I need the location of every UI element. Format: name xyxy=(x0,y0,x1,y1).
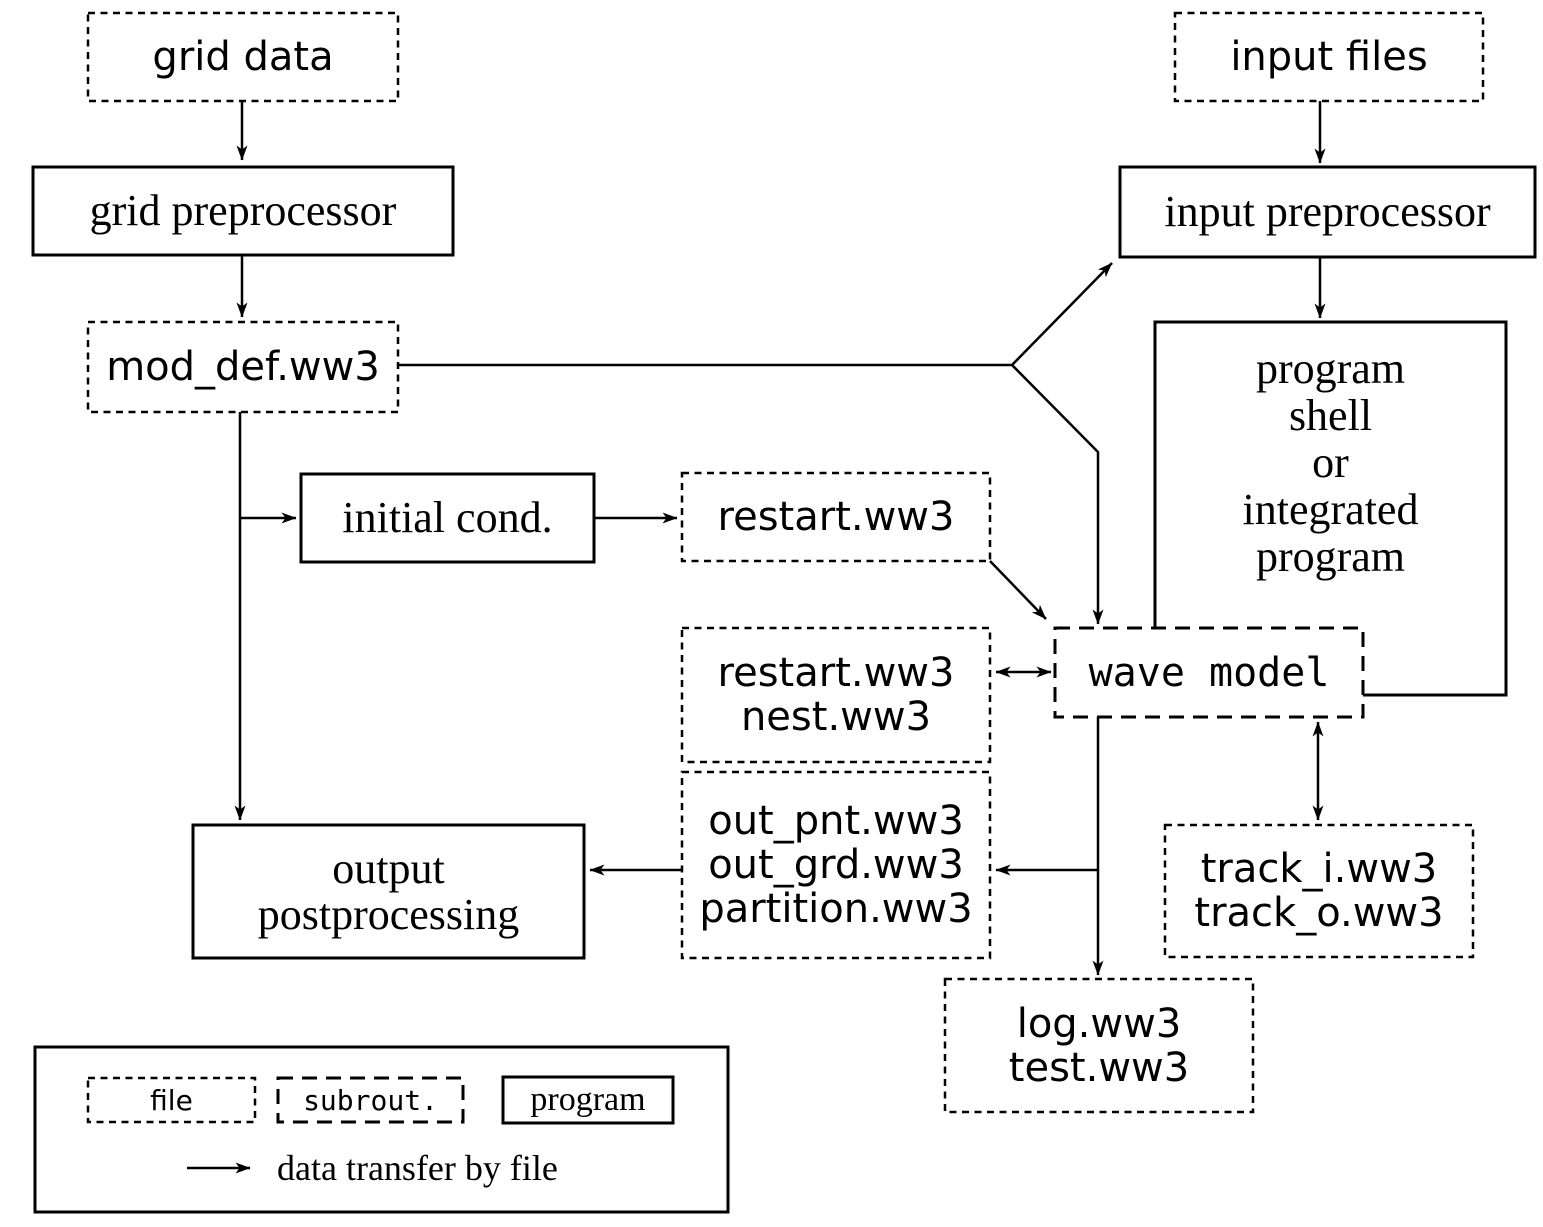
program-shell-line: or xyxy=(1312,438,1349,487)
legend-subroutine-box xyxy=(276,1076,465,1124)
restart-nest-line: nest.ww3 xyxy=(740,694,932,740)
wave-model-label: wave model xyxy=(1088,649,1330,696)
track-files-box xyxy=(1163,823,1475,959)
output-postprocessing-line: postprocessing xyxy=(257,889,520,939)
legend-file-label: file xyxy=(150,1083,193,1117)
program-shell-line: program xyxy=(1255,532,1406,581)
arrow-mod-def-to-input-preprocessor xyxy=(1011,262,1113,366)
track-files-label: track_i.ww3 track_o.ww3 xyxy=(1165,825,1473,957)
legend-box xyxy=(33,1045,730,1214)
grid-data-box xyxy=(86,11,400,103)
out-files-label: out_pnt.ww3 out_grd.ww3 partition.ww3 xyxy=(682,772,990,958)
grid-data-label: grid data xyxy=(152,34,334,80)
input-preprocessor-box xyxy=(1118,165,1537,259)
log-test-label: log.ww3 test.ww3 xyxy=(945,979,1253,1112)
output-postprocessing-line: output xyxy=(332,843,445,893)
restart-nest-box xyxy=(680,626,992,764)
arrow-mod-def-to-wave-model xyxy=(1011,364,1104,625)
input-preprocessor-label: input preprocessor xyxy=(1164,187,1491,236)
legend-arrow-label: data transfer by file xyxy=(277,1148,558,1188)
input-files-label: input files xyxy=(1230,34,1428,80)
track-files-line: track_o.ww3 xyxy=(1194,890,1444,936)
program-shell-label: program shell or integrated program xyxy=(1155,335,1506,590)
mod-def-label: mod_def.ww3 xyxy=(106,344,380,390)
input-files-box xyxy=(1173,11,1485,103)
log-test-box xyxy=(943,977,1255,1114)
arrow-restart-to-wave-model xyxy=(989,560,1047,620)
restart-box xyxy=(680,471,992,563)
program-shell-line: program xyxy=(1255,344,1406,393)
restart-nest-label: restart.ww3 nest.ww3 xyxy=(682,628,990,762)
out-files-line: out_pnt.ww3 xyxy=(708,798,964,844)
legend-subroutine-label: subrout. xyxy=(303,1083,438,1117)
grid-preprocessor-label: grid preprocessor xyxy=(89,186,397,235)
track-files-line: track_i.ww3 xyxy=(1200,846,1438,892)
legend-file-box xyxy=(86,1076,257,1124)
program-shell-line: shell xyxy=(1288,391,1373,440)
out-files-line: partition.ww3 xyxy=(699,886,973,932)
legend-program-box xyxy=(501,1075,675,1125)
restart-label: restart.ww3 xyxy=(717,494,955,540)
initial-cond-label: initial cond. xyxy=(342,493,553,542)
mod-def-box xyxy=(86,320,400,414)
output-postprocessing-box xyxy=(191,823,586,960)
log-test-line: log.ww3 xyxy=(1016,1000,1182,1047)
restart-nest-line: restart.ww3 xyxy=(717,650,955,696)
log-test-line: test.ww3 xyxy=(1008,1044,1190,1091)
initial-cond-box xyxy=(299,472,596,564)
wave-model-box xyxy=(1053,626,1365,719)
out-files-line: out_grd.ww3 xyxy=(708,842,964,888)
out-files-box xyxy=(680,770,992,960)
legend-program-label: program xyxy=(530,1081,646,1118)
program-shell-line: integrated xyxy=(1242,485,1419,534)
output-postprocessing-label: output postprocessing xyxy=(193,825,584,958)
